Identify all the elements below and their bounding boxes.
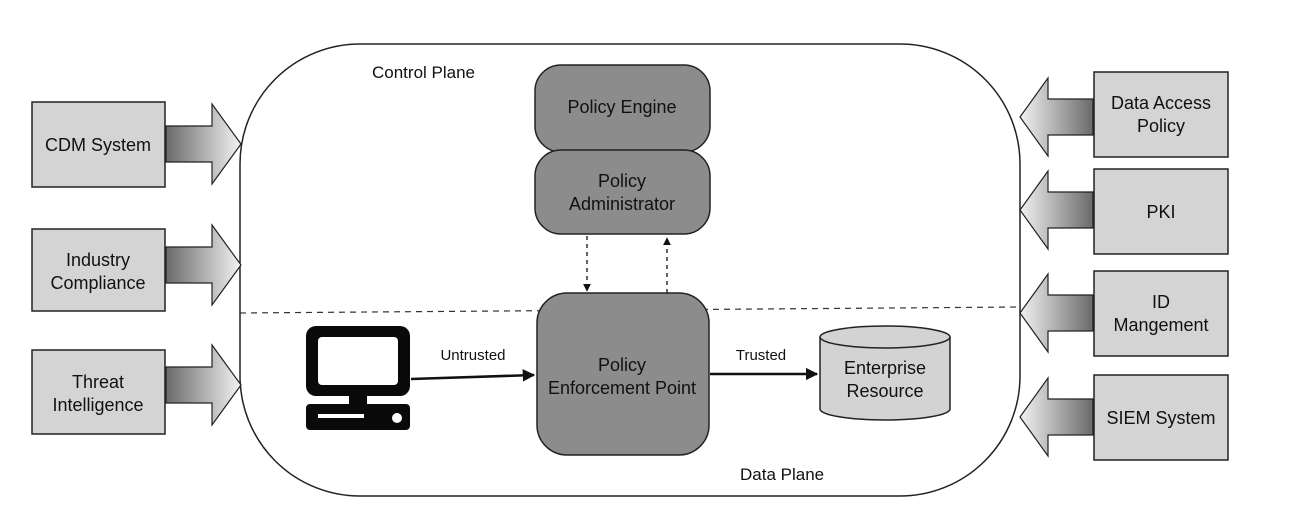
data-plane-label: Data Plane xyxy=(740,465,824,484)
pep-label: Enforcement Point xyxy=(548,378,696,398)
input-label: Intelligence xyxy=(52,395,143,415)
enterprise-resource-label: Enterprise xyxy=(844,358,926,378)
input-label: PKI xyxy=(1146,202,1175,222)
policy-administrator-label: Administrator xyxy=(569,194,675,214)
input-label: Compliance xyxy=(50,273,145,293)
computer-icon xyxy=(306,326,410,430)
inflow-arrow-threat xyxy=(165,343,242,427)
enterprise-resource-label: Resource xyxy=(846,381,923,401)
input-pki: PKI xyxy=(1093,168,1229,255)
input-label: ID xyxy=(1152,292,1170,312)
policy-enforcement-point: Policy Enforcement Point xyxy=(536,292,710,456)
policy-engine: Policy Engine xyxy=(534,64,711,153)
input-id-management: ID Mangement xyxy=(1093,270,1229,357)
input-label: Policy xyxy=(1137,116,1185,136)
untrusted-label: Untrusted xyxy=(440,347,505,364)
input-industry-compliance: Industry Compliance xyxy=(31,228,166,312)
policy-administrator: Policy Administrator xyxy=(534,149,711,235)
inflow-arrow-industry xyxy=(165,223,242,307)
input-threat-intelligence: Threat Intelligence xyxy=(31,349,166,435)
policy-engine-label: Policy Engine xyxy=(567,97,676,117)
input-label: Data Access xyxy=(1111,93,1211,113)
plane-container xyxy=(239,43,1021,497)
inflow-arrow-cdm xyxy=(165,102,242,186)
input-label: Mangement xyxy=(1113,315,1208,335)
untrusted-flow-arrow xyxy=(410,369,536,382)
input-label: CDM System xyxy=(45,135,151,155)
inflow-arrow-siem xyxy=(1019,376,1094,458)
enterprise-resource: Enterprise Resource xyxy=(819,325,951,421)
input-label: Industry xyxy=(66,250,130,270)
inflow-arrow-id xyxy=(1019,272,1094,354)
control-plane-label: Control Plane xyxy=(372,63,475,82)
input-siem-system: SIEM System xyxy=(1093,374,1229,461)
policy-administrator-label: Policy xyxy=(598,171,646,191)
trusted-label: Trusted xyxy=(736,347,786,364)
pep-label: Policy xyxy=(598,355,646,375)
input-label: SIEM System xyxy=(1106,408,1215,428)
input-cdm-system: CDM System xyxy=(31,101,166,188)
input-data-access-policy: Data Access Policy xyxy=(1093,71,1229,158)
inflow-arrow-pki xyxy=(1019,169,1094,251)
input-label: Threat xyxy=(72,372,124,392)
inflow-arrow-data-access xyxy=(1019,76,1094,158)
